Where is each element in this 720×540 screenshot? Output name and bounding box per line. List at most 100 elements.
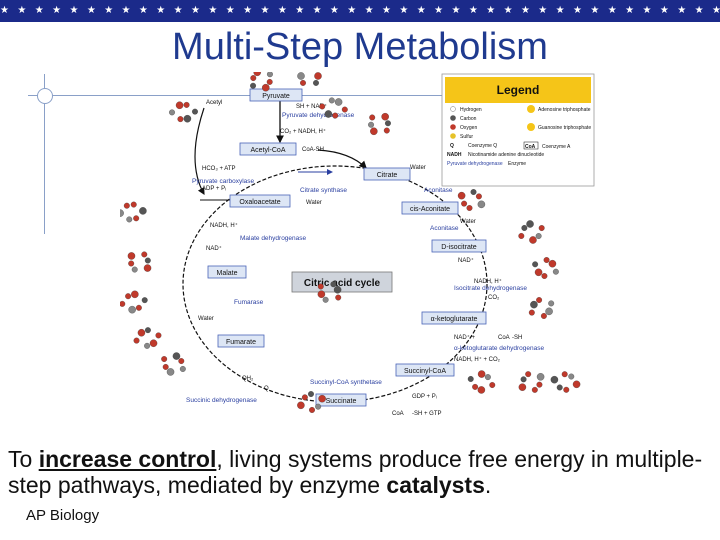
enzyme-succinic-dh: Succinic dehydrogenase bbox=[186, 397, 257, 404]
atom-sphere bbox=[561, 371, 568, 378]
atom-sphere bbox=[572, 380, 581, 389]
atom-sphere bbox=[127, 252, 136, 260]
atom-sphere bbox=[520, 376, 527, 383]
atom-sphere bbox=[317, 283, 324, 290]
label-water-1: Water bbox=[306, 200, 322, 206]
atom-sphere bbox=[370, 127, 378, 136]
atom-sphere bbox=[183, 114, 192, 123]
sulfur-icon bbox=[450, 133, 456, 139]
atom-sphere bbox=[550, 375, 559, 384]
oxygen-icon bbox=[450, 124, 456, 130]
label-water-3: Water bbox=[460, 219, 476, 225]
atom-sphere bbox=[183, 101, 190, 108]
label-coa-tag: CoA bbox=[498, 335, 510, 341]
atom-sphere bbox=[144, 342, 151, 349]
label-coa-sh: CoA-SH bbox=[302, 147, 324, 153]
metabolite-d-isocitrate: D-isocitrate bbox=[431, 239, 487, 253]
atom-sphere bbox=[315, 403, 322, 410]
label-coa-2: CoA bbox=[392, 411, 404, 417]
metabolite-pyruvate: Pyruvate bbox=[249, 88, 303, 102]
atom-sphere bbox=[330, 281, 337, 288]
atom-sphere bbox=[172, 352, 181, 360]
atom-sphere bbox=[538, 225, 545, 231]
atom-sphere bbox=[319, 103, 326, 110]
atom-sphere bbox=[541, 273, 548, 279]
atom-sphere bbox=[383, 127, 390, 134]
atom-sphere bbox=[318, 394, 326, 403]
metabolite-oxaloacetate: Oxaloacetate bbox=[229, 194, 291, 208]
atom-sphere bbox=[177, 116, 184, 123]
metabolite-succinate: Succinate bbox=[315, 393, 367, 407]
atom-sphere bbox=[477, 200, 486, 209]
enzyme-pyruvate-carboxylase: Pyruvate carboxylase bbox=[192, 178, 255, 185]
atom-sphere bbox=[385, 120, 391, 127]
svg-text:Pyruvate: Pyruvate bbox=[262, 93, 290, 100]
coa-icon bbox=[523, 141, 539, 150]
label-nadh-h-2: NADH, H⁺ bbox=[474, 278, 502, 285]
svg-text:Pyruvate dehydrogenase: Pyruvate dehydrogenase bbox=[447, 161, 503, 167]
atom-sphere bbox=[518, 383, 527, 391]
svg-text:Oxygen: Oxygen bbox=[460, 125, 477, 131]
atom-sphere bbox=[143, 264, 152, 272]
atom-sphere bbox=[545, 307, 553, 316]
svg-text:Oxaloacetate: Oxaloacetate bbox=[239, 199, 280, 206]
metabolite-alpha-ketoglutarate: α-ketoglutarate bbox=[421, 311, 487, 325]
carbon-icon bbox=[450, 115, 456, 121]
enzyme-pyruvate-dh: Pyruvate dehydrogenase bbox=[282, 112, 355, 119]
atom-sphere bbox=[135, 304, 142, 311]
atom-sphere bbox=[556, 384, 563, 391]
svg-text:Succinate: Succinate bbox=[326, 398, 357, 405]
atom-sphere bbox=[543, 257, 550, 263]
coenzyme-q-abbrev: Q bbox=[450, 143, 454, 149]
svg-text:Sulfur: Sulfur bbox=[460, 134, 473, 140]
svg-text:Citrate: Citrate bbox=[377, 172, 398, 179]
atom-sphere bbox=[126, 216, 133, 223]
atom-sphere bbox=[530, 300, 538, 309]
atom-sphere bbox=[130, 201, 137, 208]
svg-text:Coenzyme A: Coenzyme A bbox=[542, 144, 571, 150]
label-acetyl: Acetyl bbox=[206, 100, 222, 106]
svg-text:Acetyl-CoA: Acetyl-CoA bbox=[250, 147, 285, 154]
atom-sphere bbox=[333, 286, 342, 294]
atom-sphere bbox=[381, 112, 389, 121]
atom-sphere bbox=[262, 83, 270, 92]
atom-sphere bbox=[341, 106, 348, 113]
atom-sphere bbox=[332, 112, 339, 119]
citric-acid-cycle-diagram: Citric acid cycle Pyruvate Acetyl-CoA Ci… bbox=[120, 72, 595, 417]
decorative-ring bbox=[37, 88, 53, 104]
label-gdp-pi: GDP + Pᵢ bbox=[412, 394, 437, 400]
atom-sphere bbox=[133, 215, 140, 222]
atom-sphere bbox=[267, 72, 273, 78]
atom-sphere bbox=[472, 383, 479, 390]
metabolite-citrate: Citrate bbox=[363, 167, 411, 181]
label-q: Q bbox=[264, 386, 269, 392]
center-label: Citric acid cycle bbox=[304, 278, 381, 289]
atom-sphere bbox=[137, 328, 146, 337]
atom-sphere bbox=[144, 327, 151, 334]
svg-text:Coenzyme Q: Coenzyme Q bbox=[468, 143, 497, 149]
svg-text:Nicotinamide adenine dinucleot: Nicotinamide adenine dinucleotide bbox=[468, 152, 544, 158]
pyruvate-carboxylase-arrow bbox=[194, 107, 205, 196]
atom-sphere bbox=[457, 191, 466, 200]
atom-sphere bbox=[368, 121, 374, 128]
atom-sphere bbox=[166, 368, 175, 376]
atom-sphere bbox=[470, 189, 477, 195]
atom-sphere bbox=[335, 294, 342, 301]
atom-sphere bbox=[297, 72, 305, 80]
caption: To increase control, living systems prod… bbox=[8, 446, 703, 498]
atom-sphere bbox=[301, 394, 308, 401]
label-sh-gtp: -SH + GTP bbox=[412, 411, 442, 417]
atom-sphere bbox=[475, 193, 482, 200]
atom-sphere bbox=[313, 79, 319, 86]
label-water-4: Water bbox=[198, 316, 214, 322]
atom-sphere bbox=[536, 297, 543, 303]
svg-text:Enzyme: Enzyme bbox=[508, 161, 526, 167]
label-adp-pi: ADP + Pᵢ bbox=[202, 186, 226, 192]
atom-sphere bbox=[521, 225, 528, 231]
atom-sphere bbox=[526, 220, 534, 228]
atom-sphere bbox=[155, 332, 162, 339]
hydrogen-icon bbox=[450, 106, 456, 112]
atom-sphere bbox=[531, 386, 538, 393]
atom-sphere bbox=[477, 370, 486, 378]
label-co2-nadh: CO₂ + NADH, H⁺ bbox=[280, 128, 326, 135]
